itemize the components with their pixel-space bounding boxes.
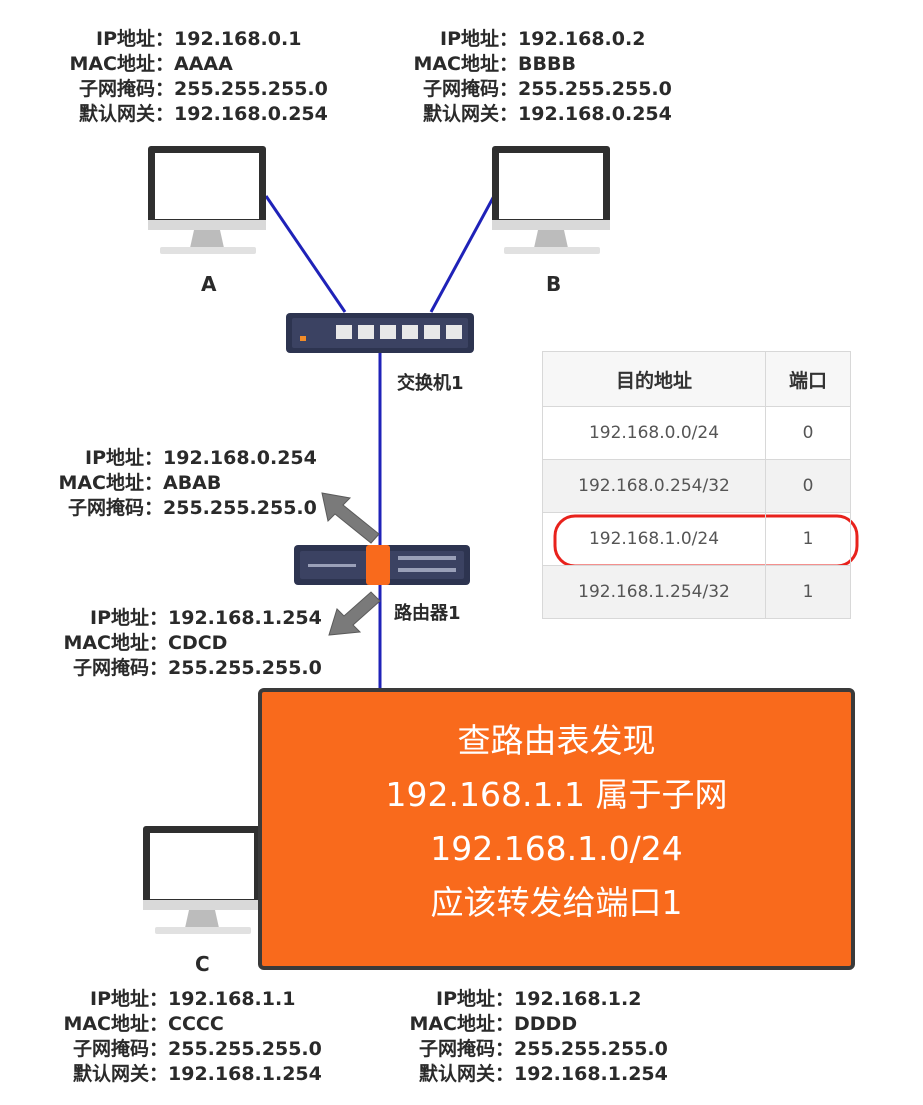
ip-value: 192.168.0.254: [163, 447, 317, 469]
port-cell: 1: [765, 512, 851, 566]
table-row: 192.168.0.0/24 0: [542, 406, 851, 460]
ip-value: 192.168.0.2: [518, 28, 646, 50]
mask-value: 255.255.255.0: [168, 657, 322, 679]
gateway-label: 默认网关：: [418, 1063, 514, 1085]
routing-table-header: 目的地址 端口: [542, 351, 851, 407]
mask-label: 子网掩码：: [67, 497, 163, 519]
link-b-switch: [429, 195, 496, 313]
ip-label: IP地址：: [96, 28, 174, 50]
port-cell: 1: [765, 565, 851, 619]
ip-label: IP地址：: [90, 607, 168, 629]
monitor-icon-c: [143, 826, 261, 934]
host-a-label: A: [201, 272, 217, 296]
mac-label: MAC地址：: [413, 53, 518, 75]
lookup-callout: 查路由表发现 192.168.1.1 属于子网 192.168.1.0/24 应…: [258, 688, 855, 970]
callout-line: 192.168.1.0/24: [430, 829, 683, 868]
mask-label: 子网掩码：: [422, 78, 518, 100]
gateway-label: 默认网关：: [78, 103, 174, 125]
mac-label: MAC地址：: [63, 632, 168, 654]
gateway-value: 192.168.0.254: [518, 103, 672, 125]
ip-label: IP地址：: [440, 28, 518, 50]
mac-value: BBBB: [518, 53, 576, 75]
gateway-value: 192.168.1.254: [514, 1063, 668, 1085]
header-port: 端口: [765, 351, 851, 407]
ip-value: 192.168.1.1: [168, 988, 296, 1010]
ip-value: 192.168.0.1: [174, 28, 302, 50]
port-cell: 0: [765, 406, 851, 460]
destination-cell: 192.168.1.254/32: [542, 565, 766, 619]
mac-label: MAC地址：: [69, 53, 174, 75]
mac-value: ABAB: [163, 472, 222, 494]
mask-value: 255.255.255.0: [168, 1038, 322, 1060]
host-c-label: C: [195, 952, 210, 976]
ip-value: 192.168.1.2: [514, 988, 642, 1010]
callout-line: 应该转发给端口1: [430, 883, 683, 922]
monitor-icon-b: [492, 146, 610, 254]
switch-label: 交换机1: [397, 373, 464, 394]
routing-table: 目的地址 端口 192.168.0.0/24 0 192.168.0.254/3…: [542, 351, 851, 619]
mac-label: MAC地址：: [63, 1013, 168, 1035]
mac-label: MAC地址：: [409, 1013, 514, 1035]
host-a-info: IP地址：192.168.0.1 MAC地址：AAAA 子网掩码：255.255…: [56, 27, 328, 127]
ip-label: IP地址：: [90, 988, 168, 1010]
gateway-value: 192.168.1.254: [168, 1063, 322, 1085]
host-b-label: B: [546, 272, 562, 296]
router-port1-info: IP地址：192.168.1.254 MAC地址：CDCD 子网掩码：255.2…: [50, 606, 322, 681]
switch-icon: [286, 313, 474, 353]
destination-cell: 192.168.0.254/32: [542, 459, 766, 513]
destination-cell: 192.168.0.0/24: [542, 406, 766, 460]
callout-line: 192.168.1.1 属于子网: [385, 775, 728, 814]
mac-value: CDCD: [168, 632, 228, 654]
host-b-info: IP地址：192.168.0.2 MAC地址：BBBB 子网掩码：255.255…: [400, 27, 672, 127]
mac-label: MAC地址：: [58, 472, 163, 494]
table-row-highlighted: 192.168.1.0/24 1: [542, 512, 851, 566]
ip-label: IP地址：: [436, 988, 514, 1010]
callout-line: 查路由表发现: [457, 721, 656, 760]
router-port0-info: IP地址：192.168.0.254 MAC地址：ABAB 子网掩码：255.2…: [45, 446, 317, 521]
gateway-label: 默认网关：: [422, 103, 518, 125]
mask-label: 子网掩码：: [72, 657, 168, 679]
arrow-icon-port0: [321, 492, 380, 544]
header-destination: 目的地址: [542, 351, 766, 407]
mac-value: AAAA: [174, 53, 233, 75]
mac-value: DDDD: [514, 1013, 578, 1035]
host-c-info: IP地址：192.168.1.1 MAC地址：CCCC 子网掩码：255.255…: [50, 987, 322, 1087]
ip-label: IP地址：: [85, 447, 163, 469]
mask-label: 子网掩码：: [418, 1038, 514, 1060]
router-icon: [294, 545, 470, 585]
table-row: 192.168.0.254/32 0: [542, 459, 851, 513]
mask-value: 255.255.255.0: [174, 78, 328, 100]
table-row: 192.168.1.254/32 1: [542, 565, 851, 619]
destination-cell: 192.168.1.0/24: [542, 512, 766, 566]
mask-value: 255.255.255.0: [163, 497, 317, 519]
monitor-icon-a: [148, 146, 266, 254]
mask-value: 255.255.255.0: [514, 1038, 668, 1060]
ip-value: 192.168.1.254: [168, 607, 322, 629]
mac-value: CCCC: [168, 1013, 224, 1035]
host-d-info: IP地址：192.168.1.2 MAC地址：DDDD 子网掩码：255.255…: [396, 987, 668, 1087]
link-a-switch: [264, 195, 347, 313]
port-cell: 0: [765, 459, 851, 513]
gateway-label: 默认网关：: [72, 1063, 168, 1085]
gateway-value: 192.168.0.254: [174, 103, 328, 125]
mask-label: 子网掩码：: [72, 1038, 168, 1060]
router-label: 路由器1: [394, 603, 461, 624]
mask-label: 子网掩码：: [78, 78, 174, 100]
arrow-icon-port1: [328, 591, 381, 636]
mask-value: 255.255.255.0: [518, 78, 672, 100]
